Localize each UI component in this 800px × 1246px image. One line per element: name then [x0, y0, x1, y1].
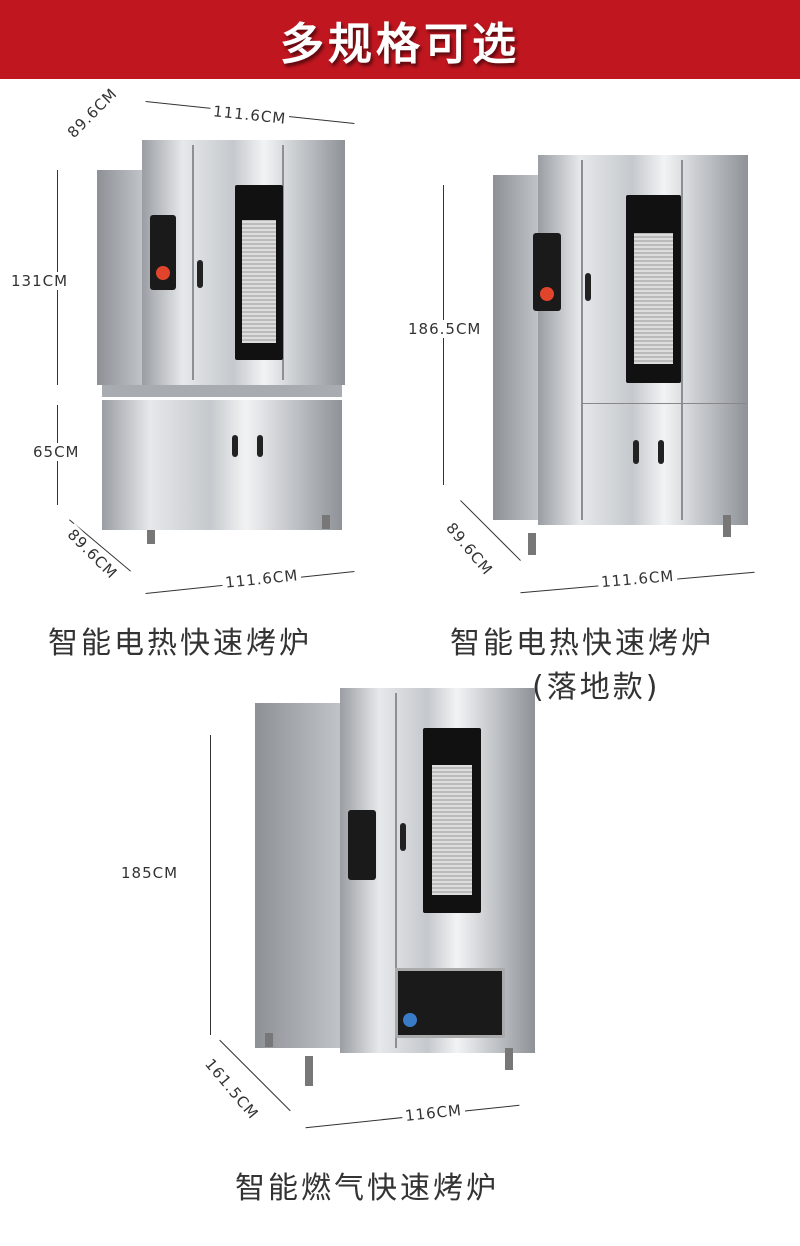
- dim-width-bottom: 111.6CM: [221, 565, 303, 593]
- product-2-name: 智能电热快速烤炉: [450, 626, 714, 661]
- product-3-name: 智能燃气快速烤炉: [235, 1171, 499, 1206]
- product-3-oven: [255, 688, 537, 1108]
- dim-height-oven: 131CM: [8, 272, 72, 290]
- header-banner: 多规格可选: [0, 0, 800, 79]
- product-2-subname: (落地款): [532, 670, 661, 705]
- dim-height-3: 185CM: [118, 864, 182, 882]
- product-1-oven: [97, 140, 347, 550]
- product-2-oven: [493, 155, 749, 560]
- page-title: 多规格可选: [280, 18, 520, 70]
- dim-width-2: 111.6CM: [597, 566, 678, 592]
- dim-height-base: 65CM: [30, 443, 83, 461]
- dim-depth-top: 89.6CM: [61, 82, 124, 144]
- dim-width-top: 111.6CM: [209, 101, 291, 129]
- control-panel: [533, 233, 561, 311]
- product-1-name: 智能电热快速烤炉: [48, 626, 312, 661]
- dim-height-2: 186.5CM: [405, 320, 485, 338]
- oven-window: [626, 195, 681, 383]
- oven-window: [423, 728, 481, 913]
- dim-depth-2: 89.6CM: [440, 516, 499, 582]
- oven-window: [235, 185, 283, 360]
- control-panel: [150, 215, 176, 290]
- control-panel: [348, 810, 376, 880]
